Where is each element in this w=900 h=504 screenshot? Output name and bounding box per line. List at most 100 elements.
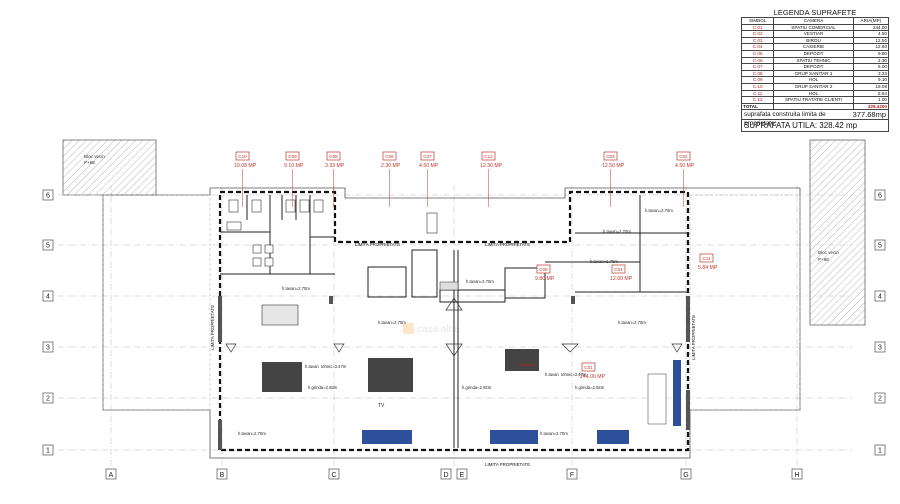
room-tag-id: C04 (614, 267, 623, 272)
legend-title: LEGENDA SUPRAFETE (773, 8, 857, 17)
legend-header-area: ARIA(MP) (852, 17, 890, 25)
furniture (261, 281, 681, 444)
legend-cell-symbol: C.11 (740, 89, 775, 98)
grid-column-label: E (460, 472, 465, 479)
watermark: casa albă (403, 323, 460, 335)
legend-header-symbol: SIMBOL (740, 17, 775, 25)
neighbor-right-line1: Bloc vecin (818, 250, 839, 255)
legend-cell-area: 19.08 (852, 82, 890, 91)
room-tag-area: 244.00 MP (580, 374, 606, 380)
beam-brackets (225, 297, 683, 357)
legend-cell-area: 5.84 (852, 89, 890, 98)
built-area-row: suprafata construita limita de proprieta… (741, 110, 889, 127)
grid-row-label: 2 (46, 396, 50, 403)
legend-cell-symbol: C.07 (740, 63, 775, 71)
legend-cell-name: SPATIU TRATATIE CLIENTI (773, 96, 854, 104)
grid-column-bubble-f: F (566, 468, 578, 480)
legend-cell-name: HOL (773, 76, 854, 84)
legend-cell-name: CASIERIE (773, 43, 854, 51)
columns (218, 296, 690, 450)
ceiling-label-5: h.tavan=2.70m (590, 259, 618, 264)
room-tag-area: 4.60 MP (419, 163, 439, 169)
legend-cell-area: 2.30 (852, 56, 890, 65)
room-tag-id: C10 (238, 154, 247, 159)
built-area-value: 377.68mp (852, 110, 886, 120)
ceiling-label-9: h.tavan=2.70m (540, 431, 568, 436)
legend-cell-area: 9.80 (852, 49, 890, 58)
grid-row-bubble-6-left: 6 (42, 189, 54, 201)
legend-cell-symbol: C.05 (740, 49, 775, 58)
tv-label: TV (378, 403, 385, 409)
room-tag-area: 2.30 MP (381, 163, 401, 169)
neighbor-block-left: Bloc vecin P+6E (62, 139, 157, 196)
legend-cell-name: SPATIU TEHNIC (773, 56, 854, 65)
grid-row-label: 5 (46, 243, 50, 250)
property-limit-label-4: LIMITA PROPRIETATE (210, 305, 215, 350)
grid-column-bubble-b: B (216, 468, 228, 480)
legend-total-value: 328.4200 (852, 102, 890, 111)
legend-cell-symbol: C.06 (740, 56, 775, 65)
grid-row-label: 5 (878, 243, 882, 250)
legend-cell-area: 9.10 (852, 76, 890, 84)
grid-row-bubble-2-left: 2 (42, 392, 54, 404)
legend-cell-symbol: C.09 (740, 76, 775, 84)
grid-column-bubble-h: H (791, 468, 803, 480)
ceiling-label-4: h.tavan=2.70m (603, 229, 631, 234)
grid-row-bubble-4-left: 4 (42, 290, 54, 302)
property-limit-line (218, 190, 690, 452)
ceiling-label-2: h.tavan=2.70m (378, 320, 406, 325)
grid-row-bubble-6-right: 6 (874, 189, 886, 201)
grid-column-bubble-d: D (440, 468, 452, 480)
beam-label-1: h.grinda=2.92m (308, 385, 338, 390)
grid-column-label: C (331, 472, 336, 479)
property-limit-label-3: LIMITA PROPRIETATE (485, 462, 530, 467)
legend-cell-name: SPATIU COMERCIAL (773, 23, 854, 32)
legend-cell-symbol: C.01 (740, 23, 775, 32)
legend-cell-area: 4.50 (852, 30, 890, 38)
grid-row-label: 1 (878, 448, 882, 455)
legend-cell-area: 3.33 (852, 69, 890, 78)
neighbor-left-line2: P+6E (84, 160, 95, 165)
grid-row-bubble-1-right: 1 (874, 444, 886, 456)
legend-cell-name: BIROU (773, 36, 854, 45)
legend-cell-symbol: C.08 (740, 69, 775, 78)
grid-row-label: 2 (878, 396, 882, 403)
legend-cell-name: GRUP SANITAR 2 (773, 82, 854, 91)
grid-row-label: 6 (46, 193, 50, 200)
ceiling-label-7: h.tavan=2.70m (466, 279, 494, 284)
legend-cell-area: 12.60 (852, 43, 890, 51)
grid-row-label: 4 (878, 294, 882, 301)
legend-cell-symbol: C.02 (740, 30, 775, 38)
neighbor-right-line2: P+6E (818, 257, 829, 262)
grid-row-label: 3 (46, 345, 50, 352)
grid-column-label: B (220, 472, 225, 479)
room-tag-id: C03 (606, 154, 615, 159)
grid-row-bubble-2-right: 2 (874, 392, 886, 404)
grid-row-bubble-4-right: 4 (874, 290, 886, 302)
watermark-text: casa albă (417, 324, 460, 335)
grid-row-label: 6 (878, 193, 882, 200)
ceiling-label-1: h.tavan=2.70m (282, 286, 310, 291)
